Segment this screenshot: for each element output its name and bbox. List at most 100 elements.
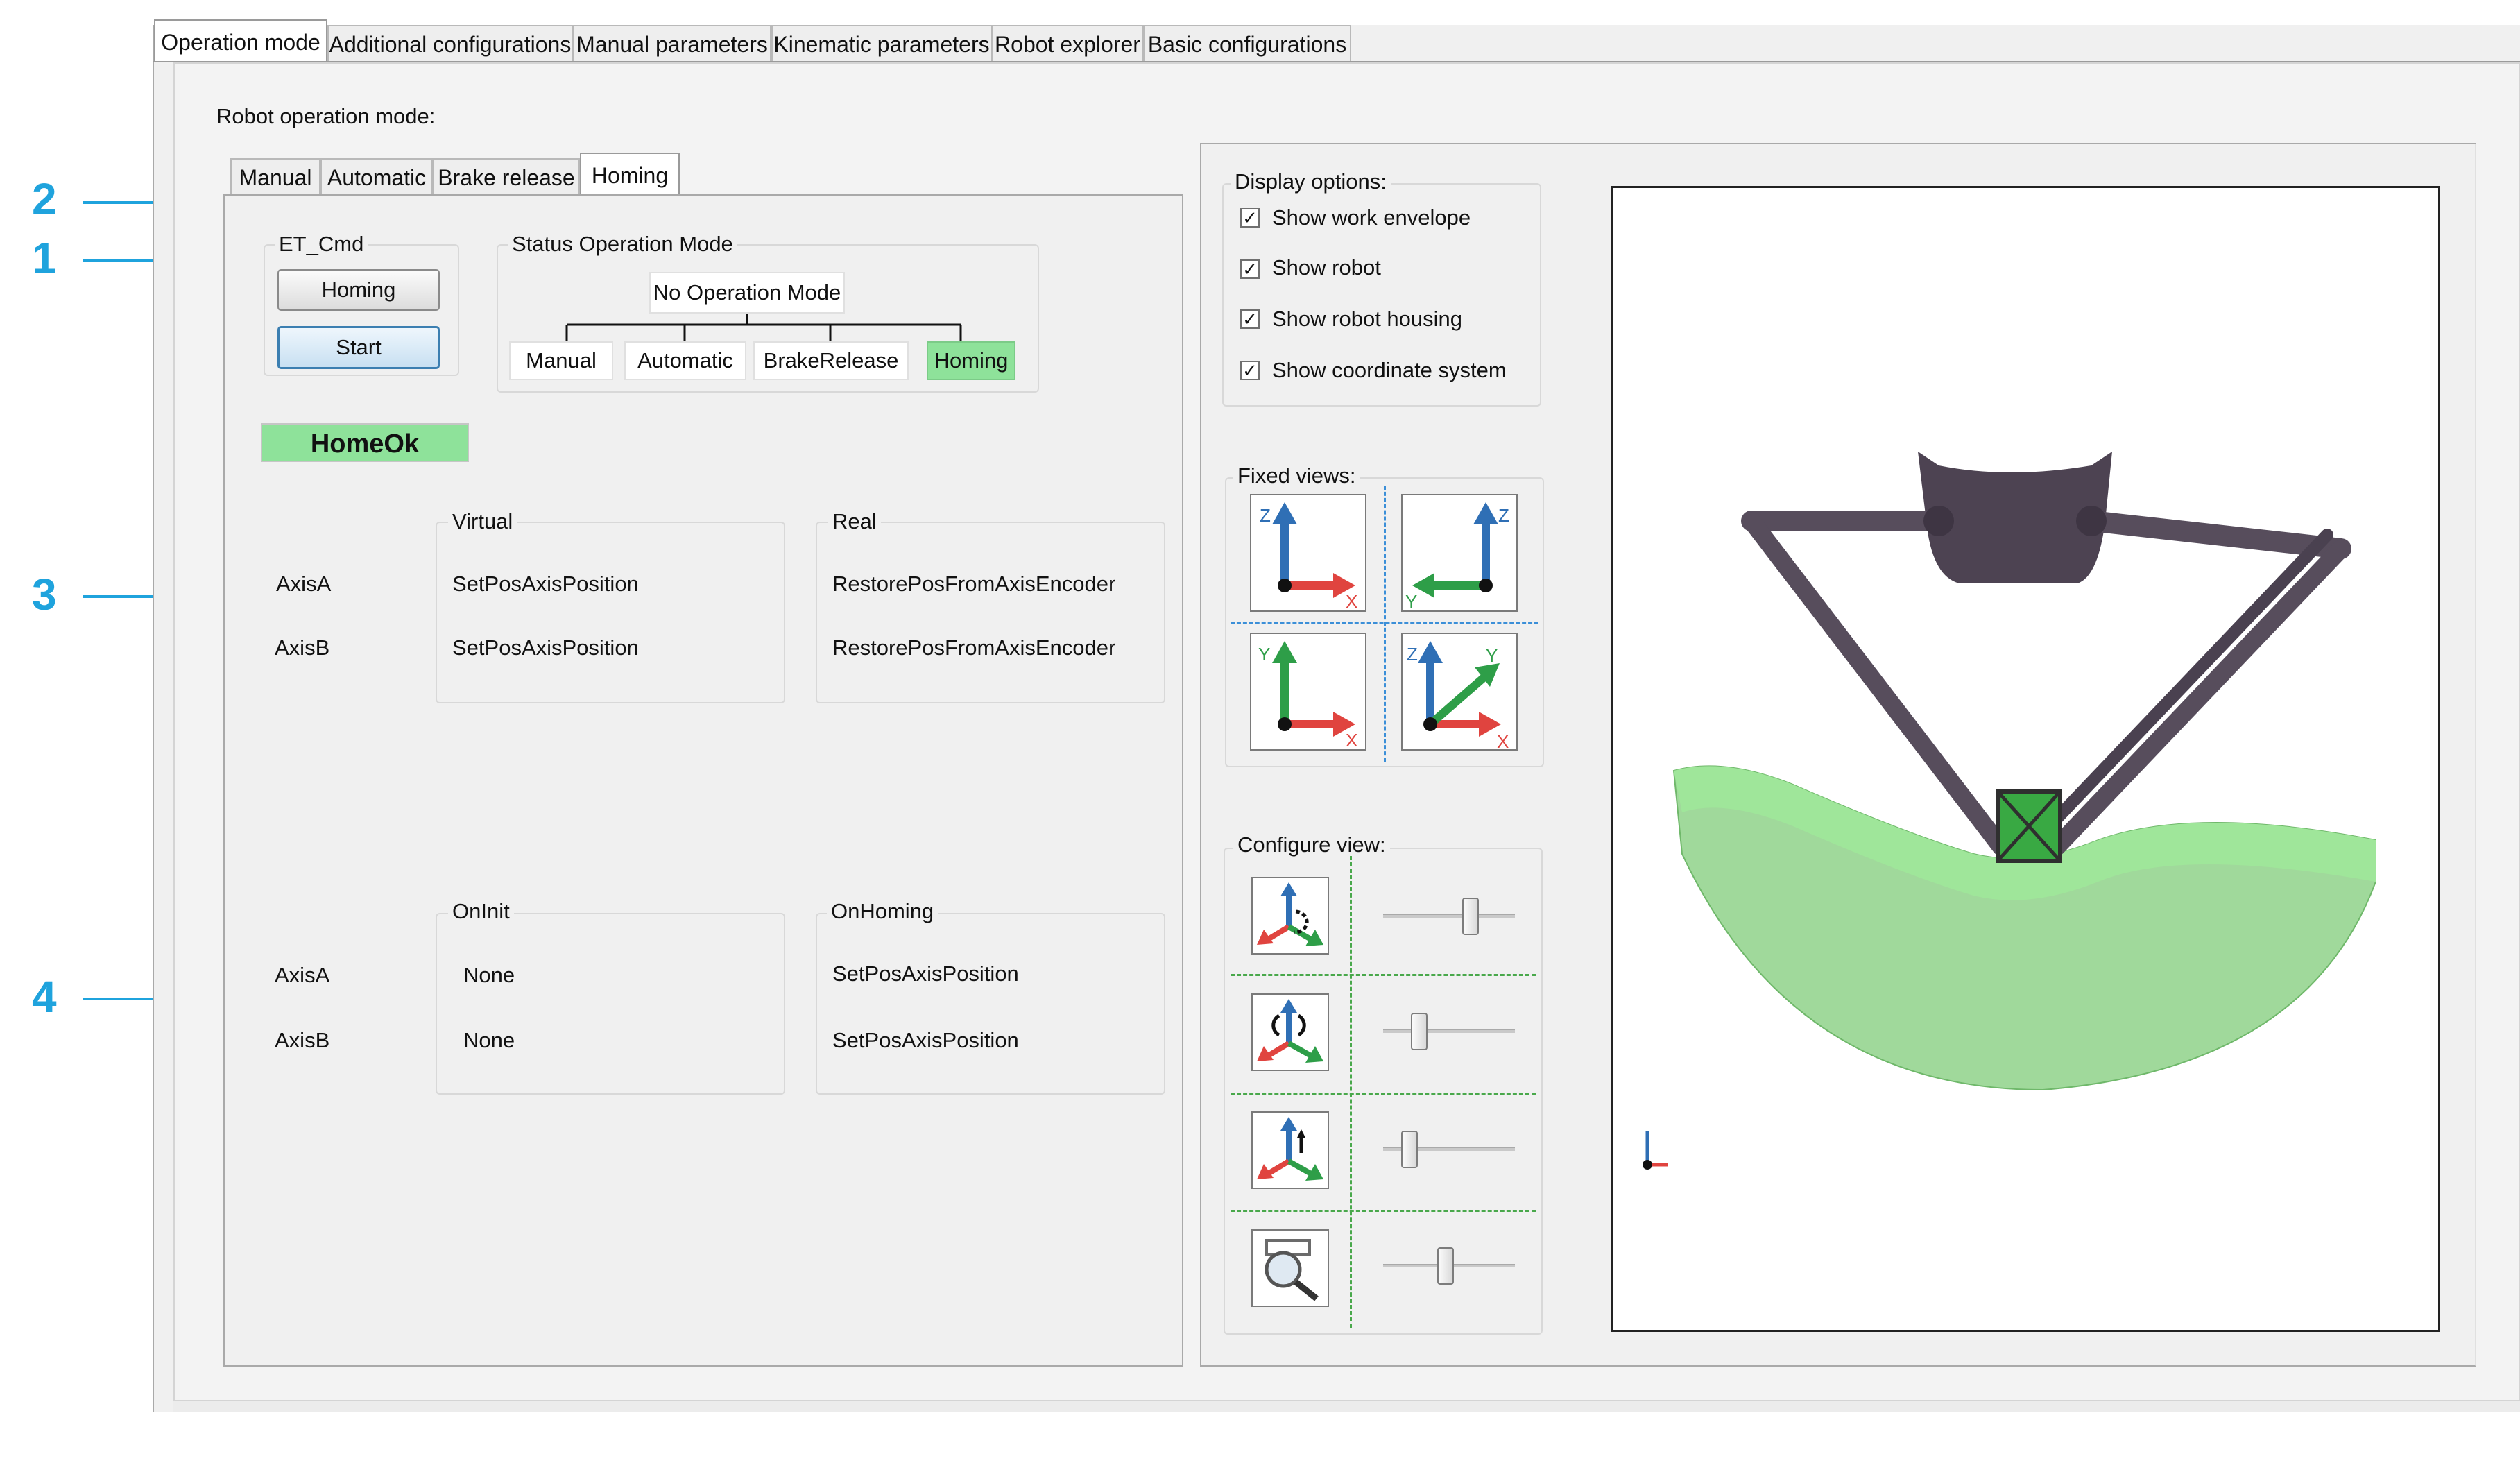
robot-housing [1918, 452, 2112, 583]
section4-axis-a-label: AxisA [275, 963, 330, 987]
section4-axis-b-label: AxisB [275, 1028, 330, 1052]
section4-axis-a-onhoming: SetPosAxisPosition [832, 961, 1019, 986]
oninit-group [436, 913, 785, 1095]
view-zx-axis-2: X [1346, 591, 1357, 610]
virtual-title: Virtual [448, 509, 517, 534]
et-cmd-title: ET_Cmd [275, 232, 368, 257]
configure-view-divider-3 [1231, 1210, 1536, 1212]
robot-operation-mode-label: Robot operation mode: [216, 104, 436, 128]
robot-scene [1643, 452, 2376, 1170]
tab-kinematic-parameters[interactable]: Kinematic parameters [771, 25, 992, 61]
robot-arm-lower-right-b [2037, 529, 2333, 839]
show-coordinate-system-label: Show coordinate system [1272, 358, 1507, 382]
subtab-homing[interactable]: Homing [580, 153, 680, 196]
zoom-button[interactable] [1251, 1229, 1329, 1307]
real-title: Real [828, 509, 881, 534]
status-homing: Homing [927, 341, 1015, 380]
homing-button[interactable]: Homing [277, 269, 440, 311]
view-iso-axis-1: Z [1407, 644, 1418, 665]
show-work-envelope-checkbox[interactable]: ✓ [1240, 208, 1260, 228]
rotate-z-button[interactable] [1251, 877, 1329, 955]
work-envelope-rim [1674, 766, 2376, 900]
translate-slider-track [1383, 1147, 1515, 1151]
configure-view-divider-v [1350, 856, 1352, 1328]
robot-arm-lower-left [1742, 512, 2010, 856]
view-iso-icon: Z Y X [1407, 641, 1509, 752]
home-ok-indicator: HomeOk [261, 423, 469, 462]
show-work-envelope-label: Show work envelope [1272, 205, 1471, 230]
show-coordinate-system-checkbox[interactable]: ✓ [1240, 361, 1260, 380]
show-robot-label: Show robot [1272, 255, 1381, 280]
view-iso-button[interactable]: Z Y X [1401, 633, 1518, 752]
view-yx-axis-1: Y [1258, 644, 1270, 665]
subtab-manual[interactable]: Manual [230, 158, 320, 194]
tab-robot-explorer[interactable]: Robot explorer [992, 25, 1143, 61]
tabs-underline [153, 61, 2520, 62]
status-manual: Manual [509, 341, 613, 380]
translate-slider[interactable] [1401, 1131, 1418, 1168]
callout-1: 1 [32, 233, 57, 283]
robot-arm-lower-right-a [2048, 540, 2350, 856]
section3-axis-a-label: AxisA [276, 572, 332, 596]
show-robot-checkbox[interactable]: ✓ [1240, 259, 1260, 279]
configure-view-title: Configure view: [1233, 832, 1390, 857]
start-button[interactable]: Start [277, 326, 440, 369]
section4-axis-b-onhoming: SetPosAxisPosition [832, 1028, 1019, 1052]
3d-viewport[interactable] [1611, 186, 2440, 1332]
status-tree-lines [565, 314, 962, 341]
tab-additional-configurations[interactable]: Additional configurations [327, 25, 573, 61]
zoom-slider[interactable] [1437, 1247, 1454, 1285]
view-zy-icon: Z Y [1405, 502, 1509, 612]
tab-operation-mode[interactable]: Operation mode [154, 19, 327, 62]
rotate-x-slider[interactable] [1411, 1013, 1428, 1050]
virtual-group [436, 522, 785, 703]
section3-axis-b-virtual: SetPosAxisPosition [452, 635, 639, 660]
view-zy-button[interactable]: Z Y [1401, 494, 1518, 612]
callout-4: 4 [32, 972, 57, 1022]
view-zx-button[interactable]: Z X [1250, 494, 1366, 612]
show-robot-housing-label: Show robot housing [1272, 307, 1463, 331]
subtab-brake-release[interactable]: Brake release [433, 158, 580, 194]
tab-basic-configurations[interactable]: Basic configurations [1143, 25, 1351, 61]
subtab-automatic[interactable]: Automatic [320, 158, 433, 194]
homing-panel [223, 194, 1183, 1367]
rotate-z-icon [1257, 882, 1323, 946]
display-options-title: Display options: [1231, 169, 1391, 194]
status-automatic: Automatic [624, 341, 746, 380]
status-no-operation-mode: No Operation Mode [649, 272, 845, 314]
tab-manual-parameters[interactable]: Manual parameters [573, 25, 771, 61]
callout-3: 3 [32, 570, 57, 619]
rotate-z-slider[interactable] [1462, 898, 1479, 935]
status-brakerelease: BrakeRelease [753, 341, 909, 380]
translate-button[interactable] [1251, 1111, 1329, 1189]
section3-axis-b-real: RestorePosFromAxisEncoder [832, 635, 1116, 660]
status-operation-mode-title: Status Operation Mode [508, 232, 737, 257]
show-robot-housing-checkbox[interactable]: ✓ [1240, 309, 1260, 329]
onhoming-title: OnHoming [827, 899, 938, 924]
fixed-views-group [1225, 477, 1544, 767]
onhoming-group [816, 913, 1165, 1095]
view-iso-axis-3: X [1497, 731, 1509, 749]
real-group [816, 522, 1165, 703]
section3-axis-a-virtual: SetPosAxisPosition [452, 572, 639, 596]
view-zy-axis-2: Y [1405, 591, 1417, 610]
section3-axis-a-real: RestorePosFromAxisEncoder [832, 572, 1116, 596]
rotate-x-button[interactable] [1251, 993, 1329, 1071]
rotate-x-slider-track [1383, 1029, 1515, 1033]
zoom-icon [1265, 1239, 1319, 1301]
rotate-z-slider-track [1383, 914, 1515, 918]
oninit-title: OnInit [448, 899, 514, 924]
status-strip [173, 1401, 2520, 1412]
rotate-x-icon [1257, 999, 1323, 1063]
view-iso-axis-2: Y [1486, 645, 1498, 666]
view-yx-button[interactable]: Y X [1250, 633, 1366, 751]
translate-icon [1257, 1117, 1323, 1181]
status-operation-mode-group [497, 244, 1039, 393]
section4-axis-a-oninit: None [463, 963, 515, 987]
configure-view-divider-2 [1231, 1093, 1536, 1095]
view-zx-icon: Z X [1260, 502, 1357, 612]
view-yx-axis-2: X [1346, 730, 1357, 749]
fixed-views-title: Fixed views: [1233, 463, 1360, 488]
view-zx-axis-1: Z [1260, 505, 1271, 526]
view-yx-icon: Y X [1258, 641, 1357, 751]
